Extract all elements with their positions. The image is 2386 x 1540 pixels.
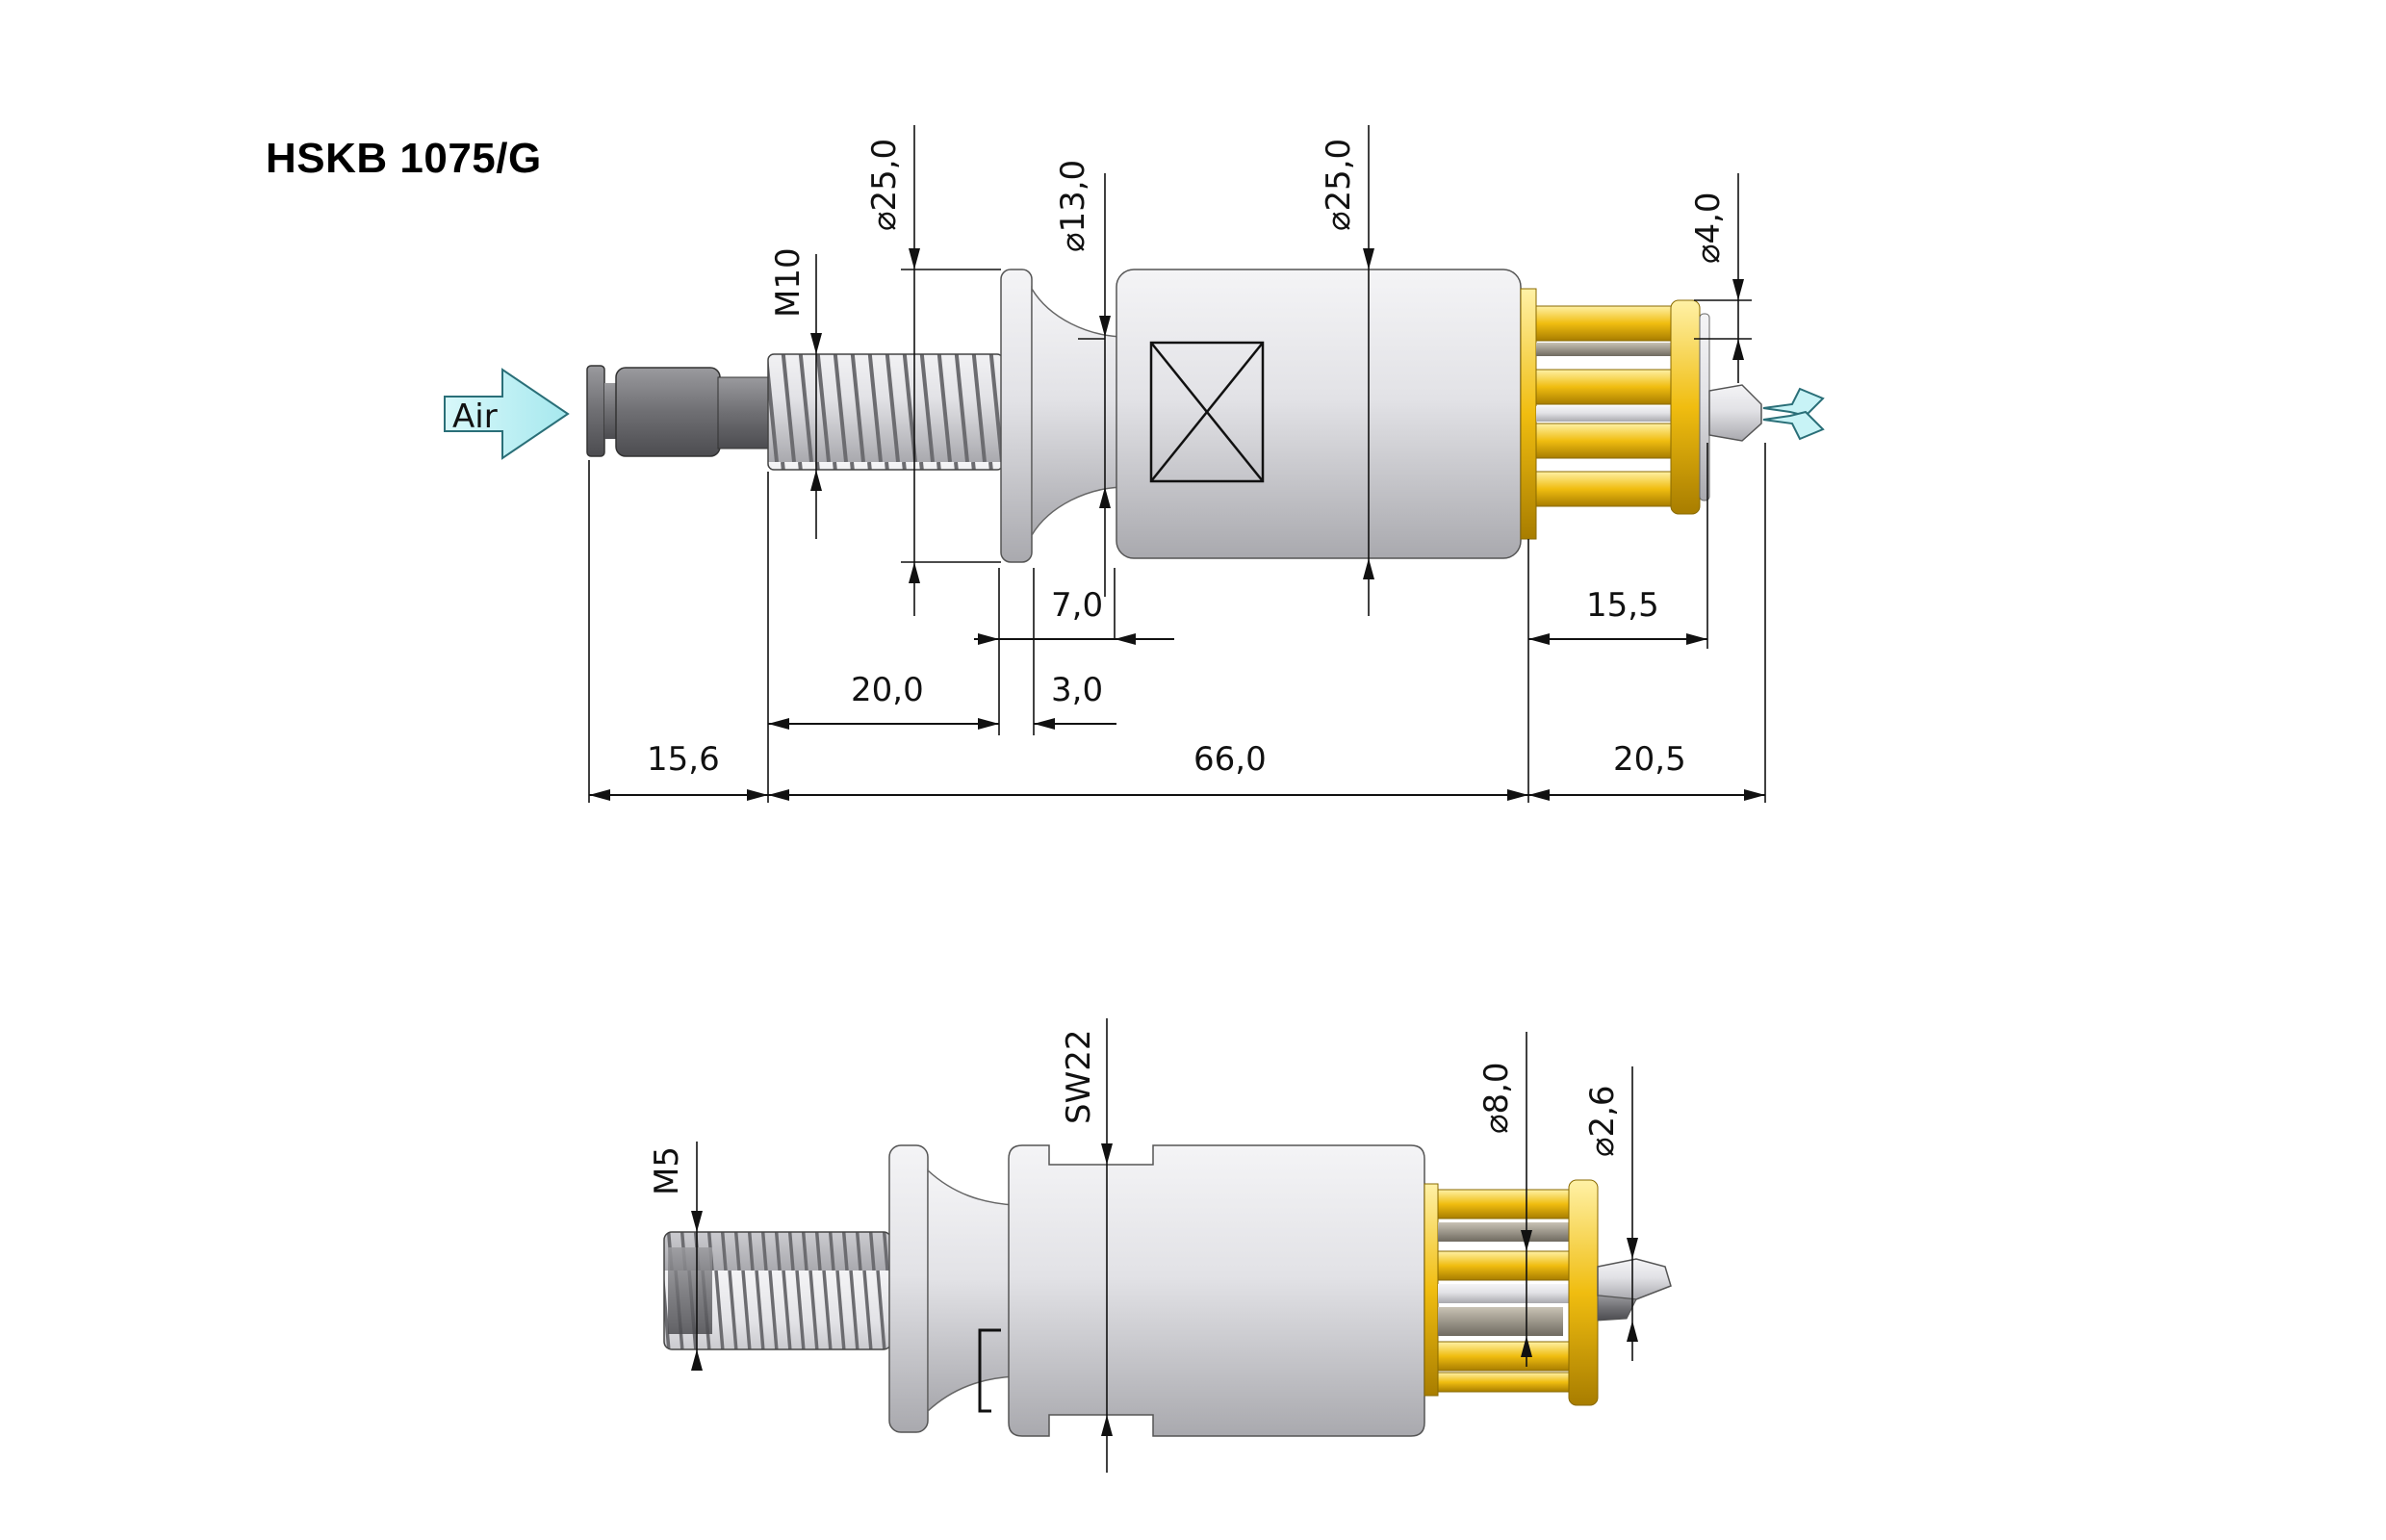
dim-dia-body: ⌀25,0 [1320,139,1358,231]
dim-len-20-5: 20,5 [1613,740,1686,779]
dim-len-66: 66,0 [1193,740,1267,779]
top-view: Air [444,125,1825,803]
dim-dia-neck: ⌀13,0 [1054,160,1092,252]
thread-insert [668,1247,712,1334]
dim-dia-nozzle-outer: ⌀8,0 [1477,1062,1516,1134]
dim-len-20: 20,0 [851,671,924,709]
main-body [1116,269,1522,559]
dim-m10: M10 [769,247,808,318]
wrench-flat-mark [1149,341,1265,483]
dim-dia-nozzle-inner: ⌀2,6 [1583,1085,1622,1157]
dim-len-7: 7,0 [1051,586,1103,625]
air-arrow: Air [444,368,570,460]
flange [1000,269,1033,563]
body-ring [1520,288,1537,540]
dim-len-15-5: 15,5 [1586,586,1659,625]
dim-sw22: SW22 [1060,1030,1098,1124]
gold-valves [1535,299,1710,515]
air-out-arrows [1762,387,1825,441]
dimension-lines-bottom [691,1018,1638,1473]
dim-dia-flange: ⌀25,0 [865,139,904,231]
dim-m5: M5 [648,1146,686,1195]
drawing-title: HSKB 1075/G [266,135,542,182]
flange-bottom [888,1144,929,1433]
nozzle-top [1708,384,1762,442]
dim-len-15-6: 15,6 [647,740,720,779]
gold-valves-bottom [1424,1179,1599,1406]
neck-bottom [927,1168,1015,1413]
dim-len-3: 3,0 [1051,671,1103,709]
fitting-stem [604,383,618,439]
main-body-bottom [1008,1144,1425,1437]
neck [1031,286,1127,538]
fitting-tube [717,376,769,449]
thread-m10 [767,353,1004,471]
dimension-lines-top [588,125,1766,803]
air-label: Air [452,398,498,436]
nozzle-bottom [1597,1258,1672,1300]
fitting-disc [586,365,605,457]
bottom-view: M5 SW22 ⌀8,0 ⌀2,6 [648,1018,1672,1473]
wire [978,1328,1001,1413]
fitting-body [615,367,721,457]
dim-dia-nozzle: ⌀4,0 [1689,192,1728,264]
